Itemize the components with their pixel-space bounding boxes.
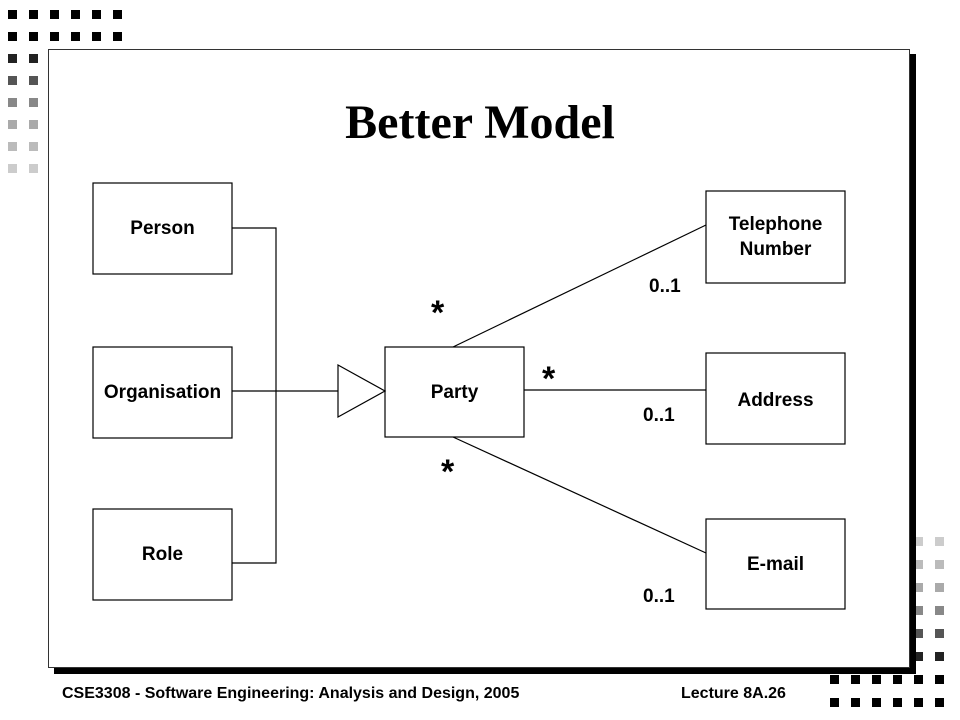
decorative-square bbox=[29, 164, 38, 173]
generalization-arrowhead bbox=[337, 363, 387, 419]
role-class-box bbox=[92, 508, 233, 601]
decorative-square bbox=[851, 698, 860, 707]
email-class-box bbox=[705, 518, 846, 610]
decorative-square bbox=[935, 675, 944, 684]
decorative-square bbox=[29, 142, 38, 151]
decorative-square bbox=[914, 583, 923, 592]
person-class-box bbox=[92, 182, 233, 275]
decorative-square bbox=[872, 675, 881, 684]
decorative-square bbox=[29, 10, 38, 19]
decorative-square bbox=[29, 54, 38, 63]
decorative-square bbox=[29, 98, 38, 107]
footer-lecture-number: Lecture 8A.26 bbox=[681, 685, 786, 702]
decorative-square bbox=[8, 10, 17, 19]
generalization-line-person bbox=[232, 227, 277, 391]
party-class-box bbox=[384, 346, 525, 438]
decorative-square bbox=[71, 10, 80, 19]
decorative-squares-bottom-right bbox=[830, 537, 944, 707]
decorative-square bbox=[8, 32, 17, 41]
decorative-square bbox=[872, 698, 881, 707]
decorative-square bbox=[935, 629, 944, 638]
telephone-number-class-box bbox=[705, 190, 846, 284]
decorative-square bbox=[113, 32, 122, 41]
decorative-square bbox=[914, 537, 923, 546]
decorative-squares-top-left bbox=[8, 10, 122, 173]
decorative-square bbox=[851, 675, 860, 684]
decorative-square bbox=[50, 10, 59, 19]
decorative-square bbox=[830, 675, 839, 684]
decorative-square bbox=[935, 560, 944, 569]
decorative-square bbox=[914, 606, 923, 615]
association-party-email bbox=[452, 436, 707, 554]
decorative-square bbox=[8, 54, 17, 63]
slide-title: Better Model bbox=[345, 96, 615, 149]
decorative-square bbox=[8, 164, 17, 173]
decorative-square bbox=[8, 142, 17, 151]
decorative-square bbox=[8, 120, 17, 129]
decorative-square bbox=[92, 32, 101, 41]
generalization-line-role bbox=[232, 391, 277, 564]
decorative-square bbox=[935, 698, 944, 707]
decorative-square bbox=[50, 32, 59, 41]
decorative-square bbox=[8, 98, 17, 107]
address-class-box bbox=[705, 352, 846, 445]
decorative-square bbox=[914, 675, 923, 684]
decorative-square bbox=[935, 583, 944, 592]
decorative-square bbox=[893, 698, 902, 707]
decorative-square bbox=[71, 32, 80, 41]
decorative-square bbox=[8, 76, 17, 85]
decorative-square bbox=[914, 560, 923, 569]
decorative-square bbox=[914, 629, 923, 638]
decorative-square bbox=[29, 32, 38, 41]
decorative-square bbox=[92, 10, 101, 19]
decorative-square bbox=[113, 10, 122, 19]
decorative-square bbox=[830, 698, 839, 707]
association-party-telephone bbox=[452, 224, 707, 348]
organisation-class-box bbox=[92, 346, 233, 439]
decorative-square bbox=[893, 675, 902, 684]
decorative-square bbox=[935, 652, 944, 661]
decorative-square bbox=[29, 120, 38, 129]
decorative-square bbox=[935, 537, 944, 546]
footer-course-name: CSE3308 - Software Engineering: Analysis… bbox=[62, 685, 520, 702]
decorative-square bbox=[914, 698, 923, 707]
decorative-square bbox=[914, 652, 923, 661]
decorative-square bbox=[935, 606, 944, 615]
decorative-square bbox=[29, 76, 38, 85]
